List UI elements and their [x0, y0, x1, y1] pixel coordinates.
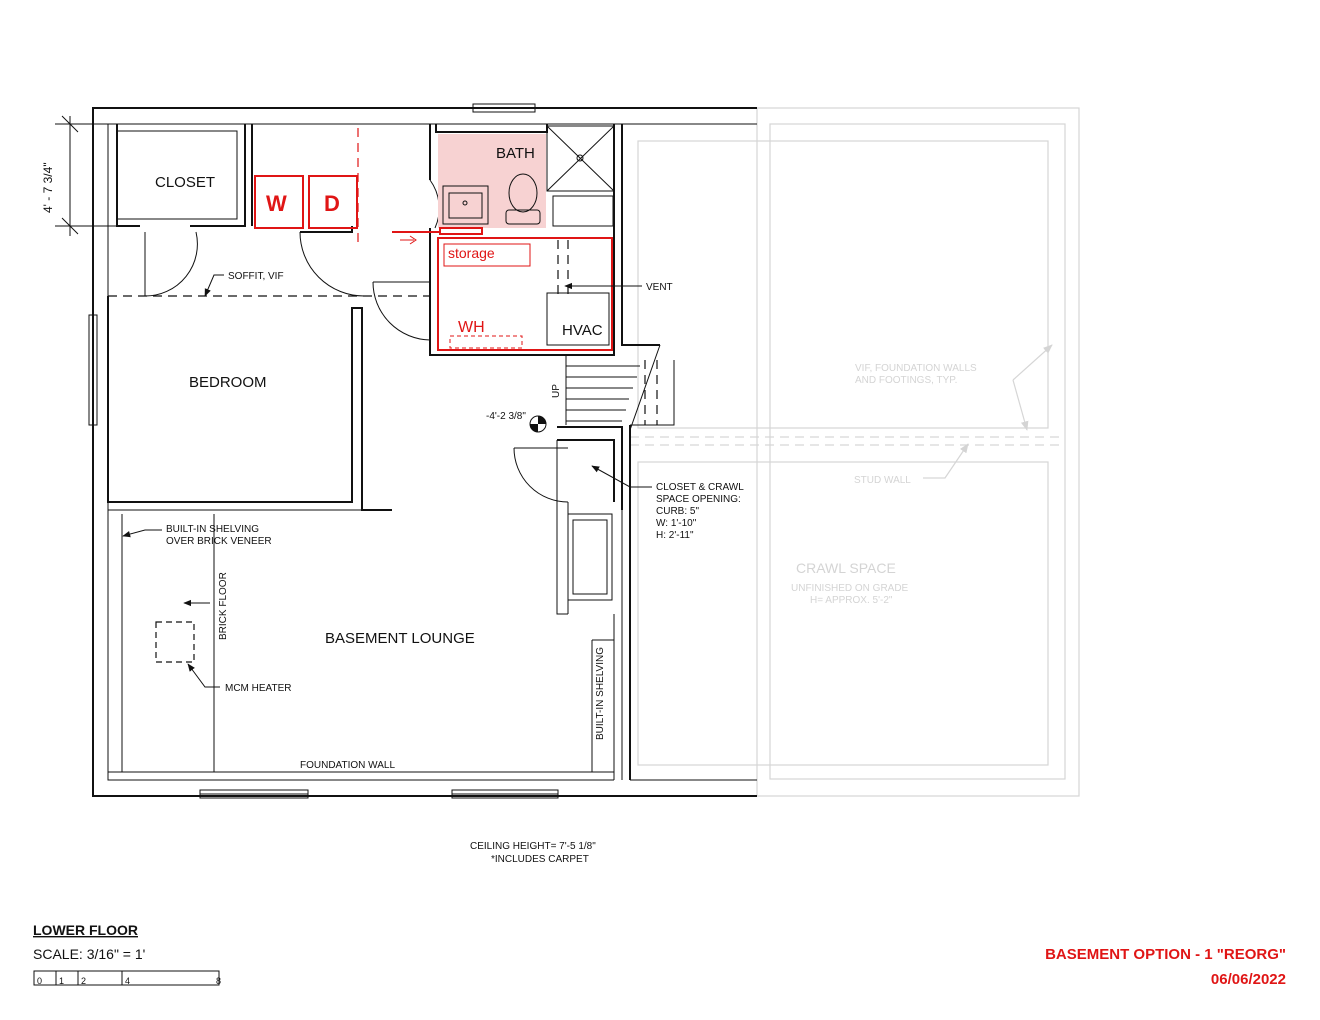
- mcm-heater-note: MCM HEATER: [225, 683, 291, 694]
- level-text: -4'-2 3/8": [486, 411, 526, 422]
- scale-tick-label: 0: [37, 976, 42, 986]
- crawl-detail-note: H= APPROX. 5'-2": [810, 595, 893, 606]
- stud-wall-note: STUD WALL: [854, 475, 911, 486]
- water-heater-label: WH: [458, 319, 485, 336]
- shelving-brick-note: BUILT-IN SHELVING: [166, 524, 259, 535]
- stair-up-label: UP: [551, 384, 562, 398]
- dimension-line: [55, 115, 117, 236]
- windows: [88, 103, 559, 799]
- crawl-detail-note: UNFINISHED ON GRADE: [791, 583, 909, 594]
- basement-lounge-label: BASEMENT LOUNGE: [325, 630, 475, 647]
- crawl-space-label: CRAWL SPACE: [796, 560, 896, 576]
- bath-label: BATH: [496, 145, 535, 162]
- closet-crawl-line: CLOSET & CRAWL: [656, 482, 744, 493]
- scale-tick-label: 4: [125, 976, 130, 986]
- stair-treads: [566, 360, 658, 425]
- dimension-text: 4' - 7 3/4": [41, 162, 55, 213]
- level-marker: [529, 415, 547, 433]
- vif-foundation-note: AND FOOTINGS, TYP.: [855, 375, 957, 386]
- exterior-walls: [92, 107, 757, 797]
- markup-red: [254, 175, 613, 351]
- vif-foundation-note: VIF, FOUNDATION WALLS: [855, 363, 977, 374]
- dryer-label: D: [324, 191, 340, 216]
- scale-bar: [33, 970, 220, 986]
- closet-label: CLOSET: [155, 174, 215, 191]
- foundation-wall-note: FOUNDATION WALL: [300, 760, 395, 771]
- scale-tick-label: 1: [59, 976, 64, 986]
- closet-crawl-line: H: 2'-11": [656, 530, 694, 541]
- drawing-title: LOWER FLOOR: [33, 922, 138, 938]
- bedroom-label: BEDROOM: [189, 374, 267, 391]
- ceiling-height-note: *INCLUDES CARPET: [491, 854, 589, 865]
- scale-tick-label: 8: [216, 976, 221, 986]
- crawl-space-ghost: [630, 107, 1080, 797]
- leaders: [122, 274, 1053, 688]
- brick-floor-note: BRICK FLOOR: [218, 572, 229, 640]
- built-in-shelving-note: BUILT-IN SHELVING: [595, 647, 606, 740]
- interior-walls: [107, 124, 675, 780]
- storage-label: storage: [448, 245, 495, 261]
- scale-tick-label: 2: [81, 976, 86, 986]
- washer-label: W: [266, 191, 287, 216]
- shelving-brick-note: OVER BRICK VENEER: [166, 536, 272, 547]
- bath-fixtures: [438, 125, 615, 346]
- drawing-scale: SCALE: 3/16" = 1': [33, 946, 145, 962]
- closet-crawl-line: CURB: 5": [656, 506, 699, 517]
- hvac-label: HVAC: [562, 322, 603, 339]
- vent-note: VENT: [646, 282, 673, 293]
- closet-crawl-line: W: 1'-10": [656, 518, 697, 529]
- option-title: BASEMENT OPTION - 1 "REORG": [1045, 946, 1286, 963]
- closet-crawl-line: SPACE OPENING:: [656, 494, 741, 505]
- closet-crawl-note: CLOSET & CRAWL SPACE OPENING: CURB: 5" W…: [656, 482, 744, 541]
- soffit-note: SOFFIT, VIF: [228, 271, 284, 282]
- ceiling-height-note: CEILING HEIGHT= 7'-5 1/8": [470, 841, 596, 852]
- mcm-heater-symbol: [155, 621, 195, 663]
- option-date: 06/06/2022: [1211, 971, 1286, 988]
